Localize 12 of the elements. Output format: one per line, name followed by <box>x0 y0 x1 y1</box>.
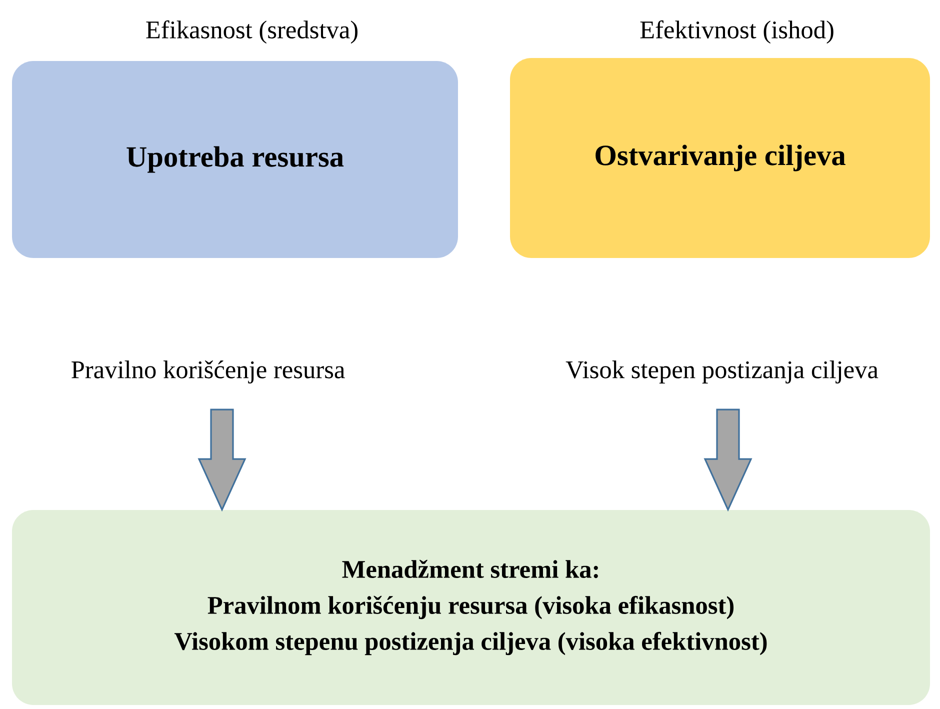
process-box: Ostvarivanje ciljeva <box>510 58 930 258</box>
box-text: Pravilnom korišćenju resursa (visoka efikasnost) <box>208 596 734 620</box>
box-text: Menadžment stremi ka: <box>342 560 598 578</box>
text-label: Pravilno korišćenje resursa <box>72 360 345 384</box>
box-heading: Efikasnost (sredstva) <box>146 20 358 44</box>
box-text: Visokom stepenu postizenja ciljeva (visoka efektivnost) <box>174 632 767 656</box>
process-box: Upotreba resursa <box>12 61 458 258</box>
text-label: Visok stepen postizanja ciljeva <box>566 360 878 384</box>
block-arrow <box>198 408 246 512</box>
process-box <box>12 510 930 705</box>
block-arrow <box>704 408 752 512</box>
box-heading: Efektivnost (ishod) <box>640 20 834 44</box>
